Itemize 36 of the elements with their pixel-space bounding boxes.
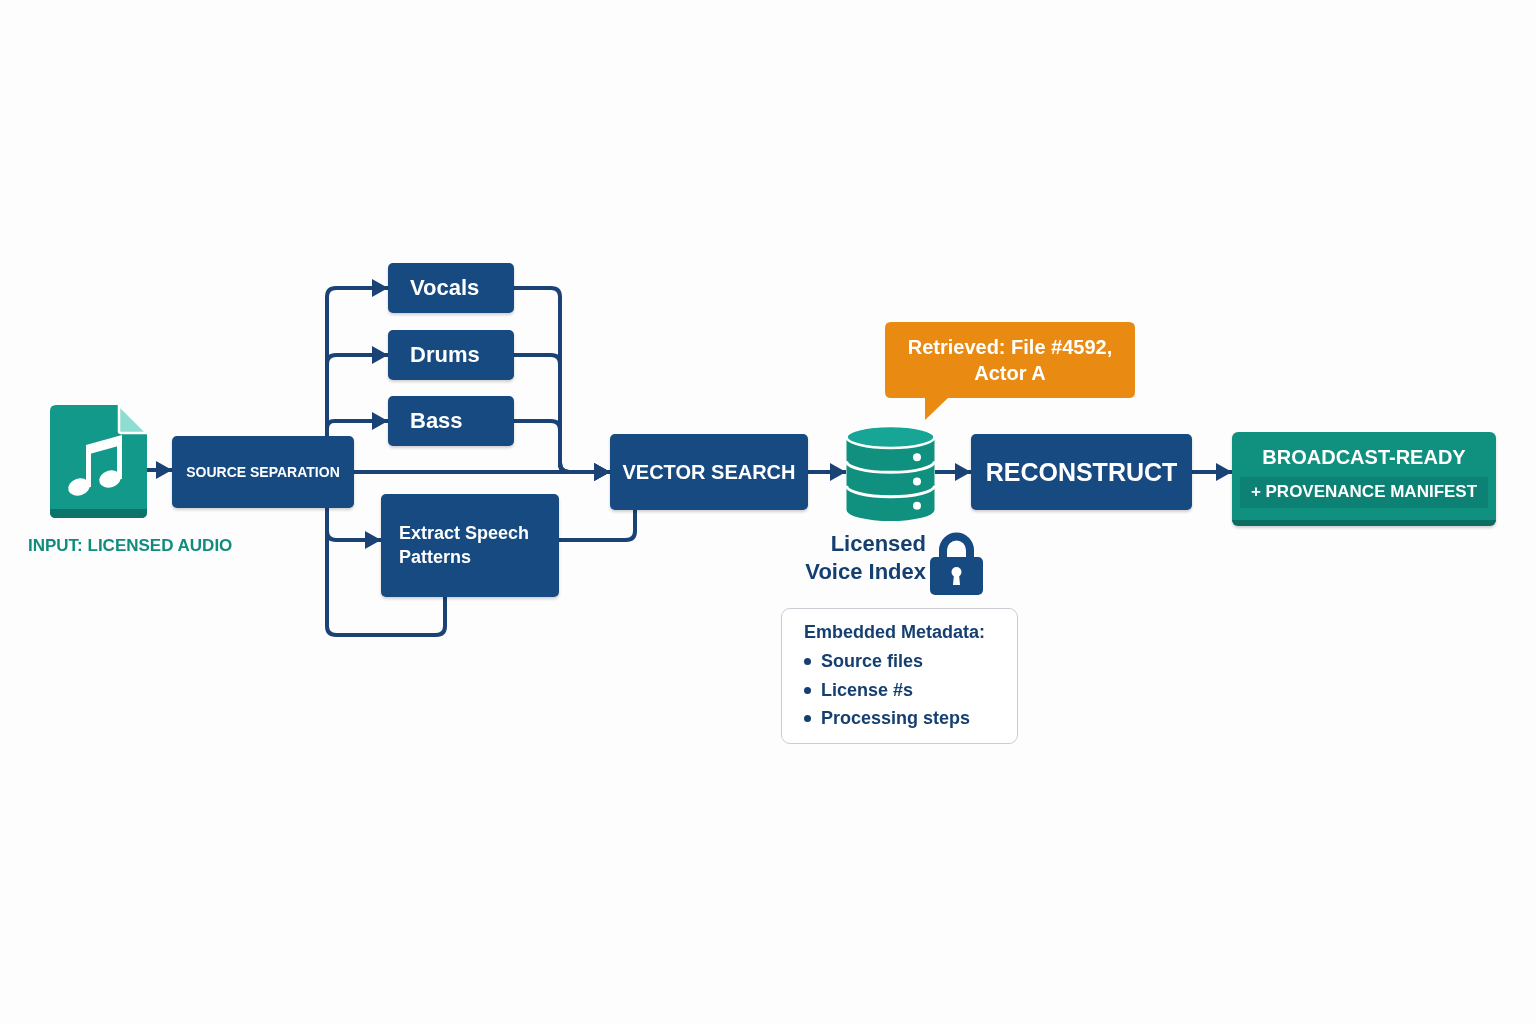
database-cylinder bbox=[846, 425, 935, 522]
callout-bubble bbox=[885, 322, 1135, 420]
output-box bbox=[1232, 432, 1496, 526]
box-label: RECONSTRUCT bbox=[985, 456, 1178, 488]
process-box bbox=[172, 436, 354, 508]
metadata-panel bbox=[781, 608, 1018, 744]
list-item: License #s bbox=[821, 679, 914, 702]
panel-heading: Embedded Metadata: bbox=[804, 622, 986, 644]
callout-text: Retrieved: File #4592, Actor A bbox=[906, 334, 1114, 386]
box-label: Bass bbox=[410, 406, 463, 435]
box-label: + PROVENANCE MANIFEST bbox=[1240, 477, 1488, 508]
box-label: Extract Speech Patterns bbox=[399, 522, 531, 569]
node-caption: Licensed Voice Index bbox=[804, 530, 926, 585]
connector-line bbox=[559, 510, 637, 542]
arrow bbox=[325, 412, 388, 436]
process-box bbox=[388, 396, 514, 446]
box-label: SOURCE SEPARATION bbox=[186, 462, 340, 482]
list-item: Source files bbox=[821, 650, 924, 673]
process-box bbox=[381, 494, 559, 597]
node-caption: INPUT: LICENSED AUDIO bbox=[28, 535, 233, 557]
box-label: Drums bbox=[410, 340, 480, 369]
process-box bbox=[388, 263, 514, 313]
process-box bbox=[971, 434, 1192, 510]
audio-file-icon bbox=[50, 405, 147, 518]
box-label: Vocals bbox=[410, 273, 480, 302]
list-item: Processing steps bbox=[821, 708, 971, 730]
connector-line bbox=[325, 508, 447, 637]
process-box bbox=[388, 330, 514, 380]
box-label: VECTOR SEARCH bbox=[622, 460, 796, 485]
arrow bbox=[514, 419, 610, 481]
box-label: BROADCAST-READY bbox=[1262, 445, 1466, 471]
process-box bbox=[610, 434, 808, 510]
arrow bbox=[1192, 463, 1232, 481]
arrow bbox=[935, 463, 971, 481]
arrow bbox=[808, 463, 846, 481]
arrow bbox=[147, 461, 172, 479]
